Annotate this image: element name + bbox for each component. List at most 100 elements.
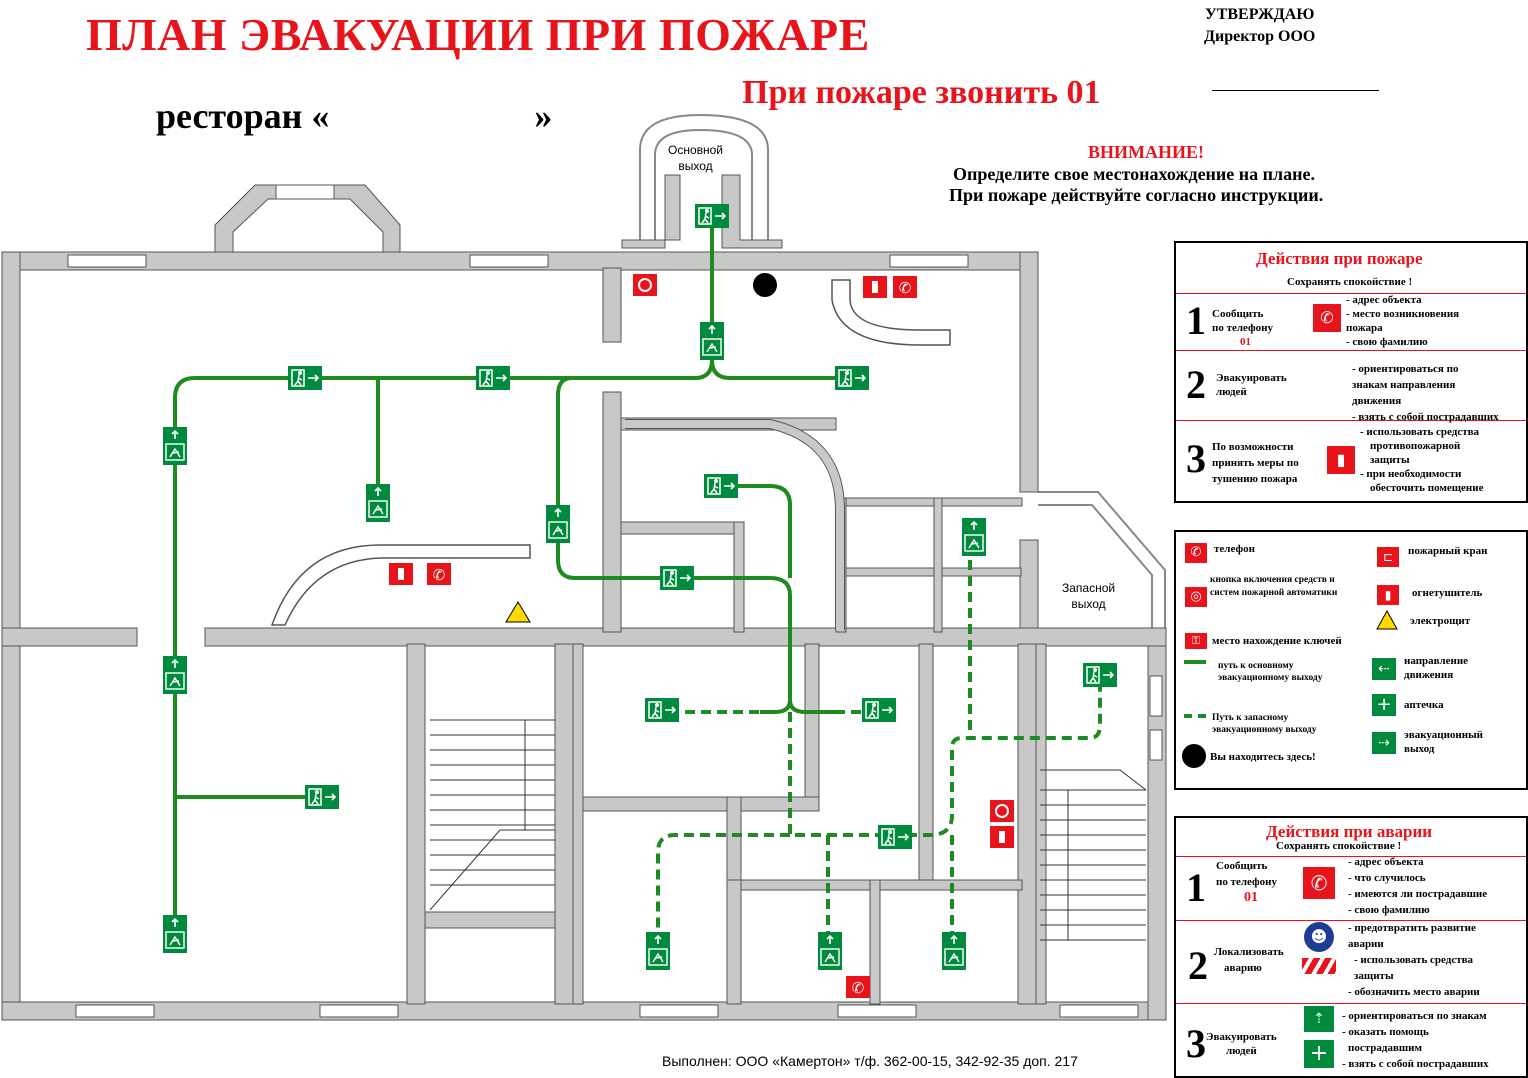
step-item: - ориентироваться по: [1352, 363, 1459, 375]
legend-label: пожарный кран: [1408, 545, 1488, 557]
step-item: аварии: [1348, 938, 1384, 950]
spare-exit-label-line-2: выход: [1071, 597, 1106, 611]
divider: [1176, 350, 1526, 351]
step-label-line: тушению пожара: [1212, 473, 1298, 485]
step-item: - оказать помощь: [1342, 1026, 1429, 1038]
fire-actions-subtitle: Сохранять спокойствие !: [1287, 276, 1413, 288]
step-number: 3: [1186, 436, 1206, 481]
legend-label: эвакуационный выход: [1404, 729, 1484, 755]
accident-actions-title: Действия при аварии: [1266, 822, 1433, 841]
extinguisher-icon: ▮: [1326, 445, 1356, 475]
plan-title: ПЛАН ЭВАКУАЦИИ ПРИ ПОЖАРЕ: [86, 9, 870, 60]
legend-label: аптечка: [1404, 699, 1444, 711]
step-item: - использовать средства: [1360, 426, 1480, 438]
divider: [1176, 293, 1526, 294]
you-are-here-icon: [753, 273, 777, 297]
svg-text:✆: ✆: [852, 979, 865, 997]
step-items: - ориентироваться по знакам - оказать по…: [1342, 1008, 1489, 1072]
legend-label: Вы находитесь здесь!: [1210, 751, 1316, 763]
step-label-line: Локализовать: [1214, 946, 1284, 958]
step-label-phone: 01: [1240, 336, 1251, 348]
step-item: - взять с собой пострадавших: [1342, 1058, 1489, 1070]
approval-block: УТВЕРЖДАЮ Директор ООО: [1204, 4, 1315, 48]
restaurant-name: ресторан «»: [156, 95, 552, 137]
step-label: По возможности принять меры по тушению п…: [1212, 439, 1299, 487]
legend-label: телефон: [1214, 543, 1255, 555]
step-label-line: по телефону: [1212, 322, 1274, 334]
spare-exit-label: Запасной выход: [1062, 580, 1115, 612]
step-item: защиты: [1354, 970, 1394, 982]
step-number: 1: [1186, 865, 1206, 910]
step-item: - обозначить место аварии: [1348, 986, 1480, 998]
step-label-line: по телефону: [1216, 876, 1278, 888]
step-label-line: людей: [1216, 386, 1247, 398]
electric-panel-icon: [1376, 610, 1398, 630]
approval-line: УТВЕРЖДАЮ: [1204, 6, 1315, 23]
approval-position: Директор ООО: [1204, 28, 1316, 45]
step-item: - свою фамилию: [1346, 336, 1428, 348]
step-item: обесточить помещение: [1370, 482, 1484, 494]
accident-actions-panel: Действия при аварии Сохранять спокойстви…: [1174, 816, 1528, 1078]
step-item: - предотвратить развитие: [1348, 922, 1476, 934]
divider: [1176, 420, 1526, 421]
step-label-line: Сообщить: [1216, 860, 1268, 872]
fire-actions-title: Действия при пожаре: [1256, 249, 1423, 268]
step-item: - при необходимости: [1360, 468, 1462, 480]
divider: [1176, 856, 1526, 857]
svg-text:✆: ✆: [433, 566, 446, 584]
step-item: - что случилось: [1348, 872, 1426, 884]
step-label: Эвакуировать людей: [1206, 1030, 1277, 1058]
phone-icon: ✆: [1302, 866, 1336, 900]
main-exit-porch: [621, 113, 783, 249]
gas-mask-icon: ☻: [1304, 922, 1334, 952]
step-label-line: людей: [1226, 1045, 1257, 1057]
step-items: - использовать средства противопожарной …: [1360, 425, 1483, 495]
main-exit-label: Основной выход: [668, 142, 723, 174]
accident-actions-subtitle: Сохранять спокойствие !: [1276, 840, 1402, 852]
step-item: знакам направления: [1352, 379, 1456, 391]
footer-credit: Выполнен: ООО «Камертон» т/ф. 362-00-15,…: [662, 1053, 1078, 1069]
you-are-here-icon: [1182, 744, 1206, 768]
spare-route-line-icon: [1184, 714, 1206, 722]
first-aid-icon: +: [1372, 694, 1396, 716]
step-item: - адрес объекта: [1346, 294, 1422, 306]
step-item: - использовать средства: [1354, 954, 1474, 966]
step-item: - имеются ли пострадавшие: [1348, 888, 1488, 900]
phone-icon: ✆: [1184, 542, 1208, 564]
step-label: Сообщить по телефону 01: [1212, 307, 1273, 349]
first-aid-icon: +: [1304, 1040, 1334, 1068]
step-item: - адрес объекта: [1348, 856, 1424, 868]
legend-label: место нахождение ключей: [1212, 635, 1342, 647]
key-icon: ⚿: [1184, 632, 1208, 650]
legend-label: направление движения: [1404, 655, 1469, 681]
spare-evacuation-route: [656, 560, 1102, 935]
step-item: - место возникновения: [1346, 308, 1460, 320]
attention-line-2: При пожаре действуйте согласно инструкци…: [949, 185, 1324, 205]
step-number: 1: [1186, 298, 1206, 343]
phone-icon: ✆: [1312, 303, 1342, 333]
extinguisher-icon: ▮: [1376, 584, 1400, 606]
map-equipment: ✆ ✆ ✆: [389, 274, 1014, 998]
signature-line: [1212, 90, 1379, 91]
legend-label: огнетушитель: [1412, 587, 1483, 599]
step-label-phone: 01: [1244, 890, 1258, 905]
step-items: - предотвратить развитие аварии - исполь…: [1348, 920, 1480, 1000]
step-items: - адрес объекта - что случилось - имеютс…: [1348, 854, 1487, 918]
restaurant-suffix: »: [534, 96, 553, 136]
legend-panel: ✆ телефон ⊏ пожарный кран ◎ кнопка включ…: [1174, 530, 1528, 790]
attention-title: ВНИМАНИЕ!: [1088, 142, 1204, 162]
legend-label: кнопка включения средств и систем пожарн…: [1210, 575, 1338, 598]
legend-label: Путь к запасному эвакуационному выходу: [1212, 713, 1317, 735]
step-label-line: аварию: [1224, 962, 1262, 974]
main-evacuation-route: [173, 215, 850, 940]
bay-window: [214, 184, 401, 255]
exit-sign-icon: ⇡: [1304, 1006, 1334, 1032]
emergency-call: При пожаре звонить 01: [742, 74, 1101, 111]
legend-label: путь к основному эвакуационному выходу: [1218, 661, 1323, 683]
step-label-line: Сообщить: [1212, 308, 1264, 320]
step-item: противопожарной: [1370, 440, 1461, 452]
fire-hydrant-icon: ⊏: [1376, 546, 1400, 568]
step-label-line: Эвакуировать: [1206, 1031, 1277, 1043]
step-label-line: принять меры по: [1212, 457, 1299, 469]
